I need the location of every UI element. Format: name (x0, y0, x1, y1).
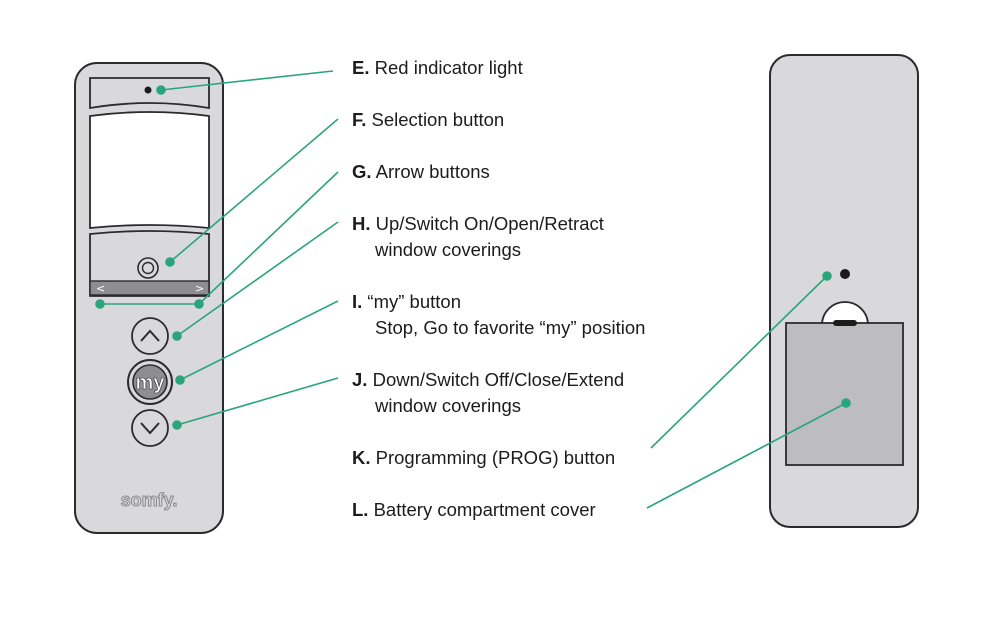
leader-line-g (198, 171, 339, 305)
battery-latch-tab (833, 320, 857, 326)
callout-letter: F. (352, 109, 367, 130)
callout-letter: E. (352, 57, 370, 78)
up-button[interactable] (131, 317, 169, 355)
callout-red-indicator-light: E. Red indicator light (352, 55, 523, 81)
battery-latch (821, 301, 869, 326)
leader-line-e (160, 70, 334, 91)
leader-line-h (176, 221, 339, 337)
callout-text-line2: window coverings (375, 395, 522, 416)
callout-letter: J. (352, 369, 368, 390)
remote-front: < > my somfy. (74, 62, 224, 534)
callout-text: “my” button (367, 291, 461, 312)
leader-dot-l (841, 398, 851, 408)
callout-text: Arrow buttons (375, 161, 490, 182)
leader-lines (95, 70, 851, 509)
selection-button-inner (141, 261, 155, 275)
right-arrow-button[interactable]: > (195, 282, 204, 295)
callout-letter: G. (352, 161, 372, 182)
leader-line-j (176, 377, 339, 426)
leader-dot-g-right (194, 299, 204, 309)
callout-text: Battery compartment cover (373, 499, 596, 520)
leader-line-i (179, 300, 339, 381)
leader-dot-e (156, 85, 166, 95)
red-indicator-light (144, 86, 152, 94)
leader-line-f (169, 118, 339, 263)
callout-my-button: I. “my” button Stop, Go to favorite “my”… (352, 289, 645, 341)
arrow-button-strip (89, 280, 210, 296)
callout-up-button: H. Up/Switch On/Open/Retract window cove… (352, 211, 604, 263)
callout-text: Down/Switch Off/Close/Extend (372, 369, 625, 390)
battery-compartment-cover (785, 322, 904, 466)
brand-logo: somfy. (121, 490, 178, 510)
callout-text: Up/Switch On/Open/Retract (375, 213, 604, 234)
callout-text: Programming (PROG) button (375, 447, 616, 468)
leader-dot-f (165, 257, 175, 267)
up-chevron-icon (140, 329, 160, 342)
callout-letter: I. (352, 291, 363, 312)
callout-letter: K. (352, 447, 371, 468)
left-arrow-button[interactable]: < (96, 282, 105, 295)
callout-letter: H. (352, 213, 371, 234)
remote-back (769, 54, 919, 528)
down-button[interactable] (131, 409, 169, 447)
callout-text: Red indicator light (374, 57, 523, 78)
leader-dot-i (175, 375, 185, 385)
my-button-label: my (136, 372, 166, 394)
leader-dot-h (172, 331, 182, 341)
callout-text-line2: window coverings (375, 239, 522, 260)
down-chevron-icon (140, 422, 160, 435)
programming-button[interactable] (840, 269, 850, 279)
my-button-inner (132, 364, 168, 400)
callout-text-line2: Stop, Go to favorite “my” position (375, 317, 646, 338)
leader-dot-g-left (95, 299, 105, 309)
leader-dot-k (822, 271, 832, 281)
callout-letter: L. (352, 499, 369, 520)
leader-line-k (650, 275, 828, 449)
leader-dot-j (172, 420, 182, 430)
callout-selection-button: F. Selection button (352, 107, 504, 133)
callout-text: Selection button (371, 109, 505, 130)
callout-programming-button: K. Programming (PROG) button (352, 445, 615, 471)
callout-arrow-buttons: G. Arrow buttons (352, 159, 490, 185)
callout-battery-compartment-cover: L. Battery compartment cover (352, 497, 596, 523)
display-screen (89, 111, 210, 229)
callout-down-button: J. Down/Switch Off/Close/Extend window c… (352, 367, 624, 419)
leader-line-l (646, 402, 847, 509)
